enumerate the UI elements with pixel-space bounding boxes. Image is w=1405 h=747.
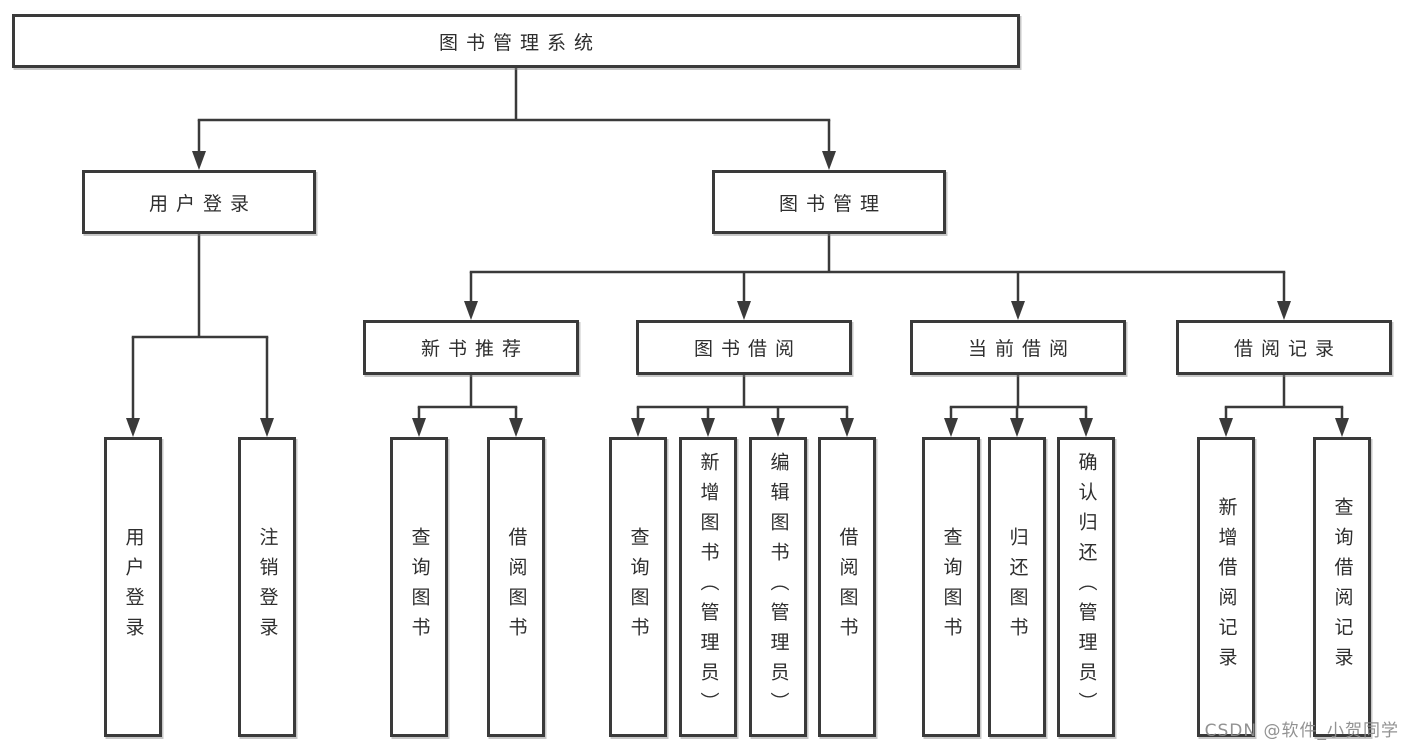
csdn-watermark: CSDN @软件_小贺同学 bbox=[1204, 721, 1399, 741]
node-book-borrow-label: 图书借阅 bbox=[693, 338, 802, 360]
leaf-return-book-label: 归还图书 bbox=[1006, 527, 1029, 647]
leaf-newbooks-borrow-label: 借阅图书 bbox=[505, 527, 528, 647]
leaf-newbooks-query: 查询图书 bbox=[390, 437, 448, 737]
node-borrow-records-label: 借阅记录 bbox=[1233, 338, 1342, 360]
node-new-books-label: 新书推荐 bbox=[420, 338, 529, 360]
leaf-borrow-add-book-label: 新增图书（管理员） bbox=[697, 452, 720, 722]
node-new-books: 新书推荐 bbox=[363, 320, 579, 375]
leaf-user-login-label: 用户登录 bbox=[122, 527, 145, 647]
leaf-borrow-edit-book: 编辑图书（管理员） bbox=[749, 437, 807, 737]
leaf-borrow-book: 借阅图书 bbox=[818, 437, 876, 737]
node-root-system: 图书管理系统 bbox=[12, 14, 1020, 68]
node-root-label: 图书管理系统 bbox=[438, 31, 601, 54]
leaf-logout: 注销登录 bbox=[238, 437, 296, 737]
leaf-borrow-edit-book-label: 编辑图书（管理员） bbox=[767, 452, 790, 722]
leaf-borrow-query-label: 查询图书 bbox=[627, 527, 650, 647]
leaf-user-login: 用户登录 bbox=[104, 437, 162, 737]
leaf-current-query: 查询图书 bbox=[922, 437, 980, 737]
node-user-login: 用户登录 bbox=[82, 170, 316, 234]
node-borrow-records: 借阅记录 bbox=[1176, 320, 1392, 375]
node-current-borrow-label: 当前借阅 bbox=[967, 338, 1076, 360]
node-user-login-label: 用户登录 bbox=[148, 192, 257, 215]
leaf-return-book: 归还图书 bbox=[988, 437, 1046, 737]
leaf-newbooks-query-label: 查询图书 bbox=[408, 527, 431, 647]
leaf-newbooks-borrow: 借阅图书 bbox=[487, 437, 545, 737]
leaf-borrow-book-label: 借阅图书 bbox=[836, 527, 859, 647]
arrowhead-icons bbox=[126, 151, 1349, 437]
node-book-management: 图书管理 bbox=[712, 170, 946, 234]
leaf-current-query-label: 查询图书 bbox=[940, 527, 963, 647]
node-book-management-label: 图书管理 bbox=[778, 192, 887, 215]
node-book-borrow: 图书借阅 bbox=[636, 320, 852, 375]
leaf-query-record: 查询借阅记录 bbox=[1313, 437, 1371, 737]
connector-lines bbox=[131, 68, 1344, 420]
leaf-confirm-return: 确认归还（管理员） bbox=[1057, 437, 1115, 737]
leaf-borrow-add-book: 新增图书（管理员） bbox=[679, 437, 737, 737]
leaf-confirm-return-label: 确认归还（管理员） bbox=[1075, 452, 1098, 722]
leaf-add-record-label: 新增借阅记录 bbox=[1215, 497, 1238, 677]
leaf-add-record: 新增借阅记录 bbox=[1197, 437, 1255, 737]
leaf-logout-label: 注销登录 bbox=[256, 527, 279, 647]
leaf-borrow-query: 查询图书 bbox=[609, 437, 667, 737]
node-current-borrow: 当前借阅 bbox=[910, 320, 1126, 375]
leaf-query-record-label: 查询借阅记录 bbox=[1331, 497, 1354, 677]
